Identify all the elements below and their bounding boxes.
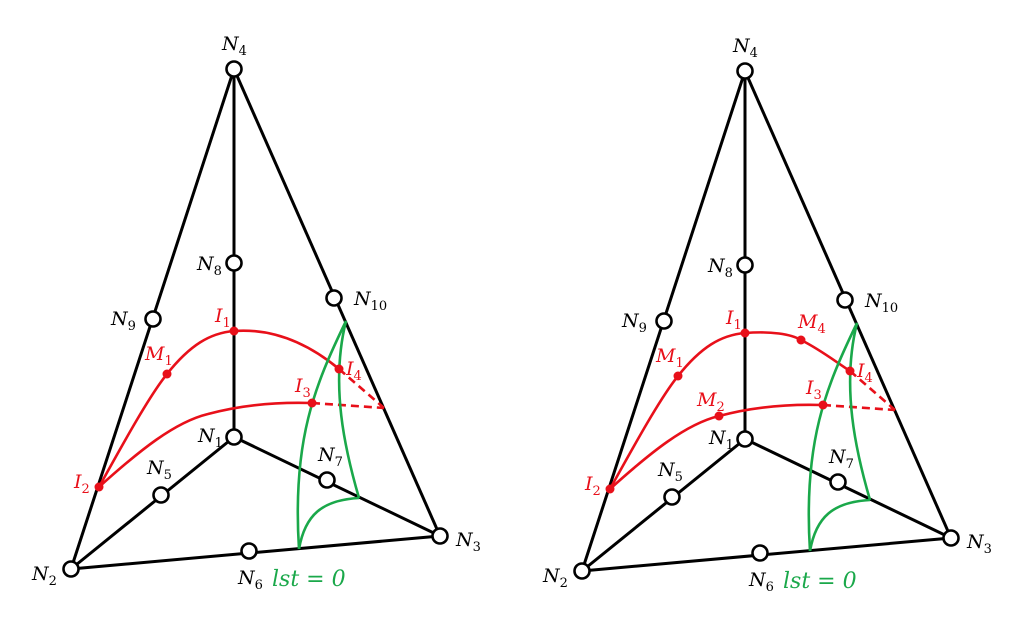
node-label-N2: N2 <box>31 563 57 589</box>
node-N2 <box>62 560 80 578</box>
point-I1 <box>740 328 750 338</box>
point-label-I3: I3 <box>294 375 311 401</box>
lower-intersection-curve <box>98 401 313 488</box>
level-set-left-curve <box>296 320 348 550</box>
node-label-N5: N5 <box>146 457 172 483</box>
node-N10 <box>836 291 854 309</box>
edge-N1-N3 <box>233 435 441 538</box>
node-N8 <box>736 256 754 274</box>
upper-intersection-curve <box>608 331 851 490</box>
node-label-N7: N7 <box>317 444 343 470</box>
node-N7 <box>829 473 847 491</box>
point-I3 <box>818 400 828 410</box>
node-label-N2: N2 <box>542 565 568 591</box>
node-N9 <box>144 310 162 328</box>
point-M1 <box>162 369 172 379</box>
point-label-M1: M1 <box>655 345 684 371</box>
node-label-N3: N3 <box>455 529 481 555</box>
node-N2 <box>573 562 591 580</box>
node-label-N3: N3 <box>966 531 992 557</box>
node-N1 <box>736 430 754 448</box>
point-M4 <box>796 335 806 345</box>
point-label-M2: M2 <box>696 389 725 415</box>
node-label-N1: N1 <box>197 425 223 451</box>
upper-intersection-curve <box>97 329 340 488</box>
node-N3 <box>942 529 960 547</box>
point-label-I4: I4 <box>856 360 873 386</box>
node-N3 <box>431 527 449 545</box>
point-label-I4: I4 <box>345 358 362 384</box>
point-label-M4: M4 <box>797 311 826 337</box>
node-N8 <box>225 254 243 272</box>
node-N6 <box>240 542 258 560</box>
point-label-I2: I2 <box>584 473 601 499</box>
node-label-N8: N8 <box>707 255 733 281</box>
node-label-N4: N4 <box>221 33 247 59</box>
point-label-I1: I1 <box>214 305 231 331</box>
upper-extension-dashed <box>338 368 385 409</box>
node-label-N8: N8 <box>196 253 222 279</box>
edge-N1-N2 <box>581 437 746 573</box>
node-label-N10: N10 <box>864 290 898 316</box>
node-N4 <box>736 62 754 80</box>
level-set-label: lst = 0 <box>272 567 346 592</box>
point-M2 <box>714 411 724 421</box>
point-I3 <box>307 398 317 408</box>
node-N9 <box>655 312 673 330</box>
edge-N1-N2 <box>70 435 235 571</box>
level-set-bottom-curve <box>808 498 871 552</box>
node-N10 <box>325 289 343 307</box>
node-label-N1: N1 <box>708 427 734 453</box>
point-label-I2: I2 <box>73 471 90 497</box>
node-label-N4: N4 <box>732 35 758 61</box>
node-N4 <box>225 60 243 78</box>
point-I4 <box>334 364 344 374</box>
point-I4 <box>845 366 855 376</box>
node-label-N9: N9 <box>621 310 647 336</box>
point-I2 <box>94 482 104 492</box>
point-I1 <box>229 326 239 336</box>
point-I2 <box>605 484 615 494</box>
point-label-I1: I1 <box>725 307 742 333</box>
node-label-N10: N10 <box>353 288 387 314</box>
point-M1 <box>673 371 683 381</box>
edge-N1-N3 <box>744 437 952 540</box>
node-N5 <box>152 486 170 504</box>
level-set-right-curve <box>337 320 361 499</box>
level-set-label: lst = 0 <box>783 569 857 594</box>
node-label-N5: N5 <box>657 459 683 485</box>
level-set-bottom-curve <box>297 496 360 550</box>
point-label-I3: I3 <box>805 377 822 403</box>
node-label-N7: N7 <box>828 446 854 472</box>
lower-extension-dashed <box>311 401 385 410</box>
node-label-N6: N6 <box>237 567 263 593</box>
node-label-N9: N9 <box>110 308 136 334</box>
node-N6 <box>751 544 769 562</box>
point-label-M1: M1 <box>144 343 173 369</box>
level-set-left-curve <box>807 322 859 552</box>
node-label-N6: N6 <box>748 569 774 595</box>
node-N5 <box>663 488 681 506</box>
level-set-right-curve <box>848 322 872 501</box>
node-N7 <box>318 471 336 489</box>
lower-extension-dashed <box>822 403 896 412</box>
node-N1 <box>225 428 243 446</box>
upper-extension-dashed <box>849 370 896 411</box>
